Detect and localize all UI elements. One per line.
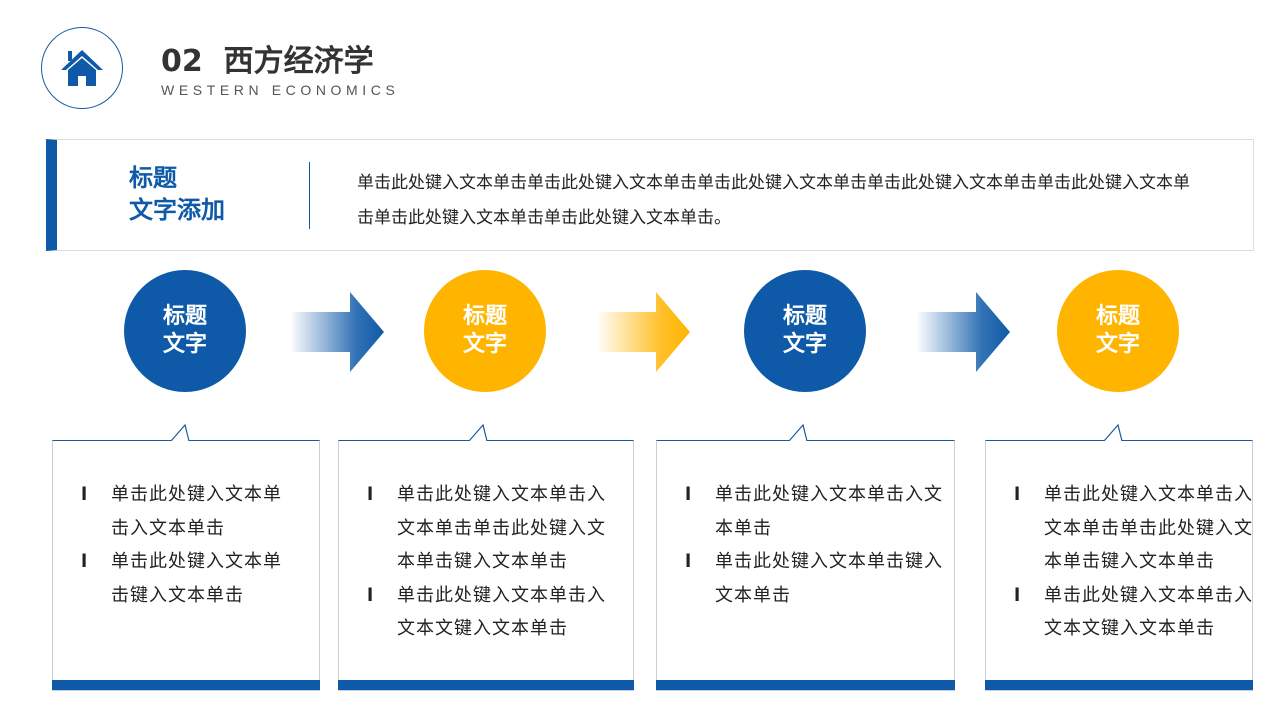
list-item-text: 单击此处键入文本单击入文本文键入文本单击 (1044, 584, 1253, 640)
bullet-marker: l (685, 484, 693, 505)
bullet-marker: l (685, 551, 693, 572)
step-title-line1: 标题 (1095, 304, 1140, 329)
arrow-right-icon (596, 292, 690, 372)
list-item: l 单击此处键入文本单击键入文本单击 (81, 545, 286, 612)
step-title-line2: 文字 (462, 332, 507, 357)
step-card: l 单击此处键入文本单击入文本单击 l 单击此处键入文本单击键入文本单击 (52, 424, 320, 691)
arrow-right-icon (916, 292, 1010, 372)
page-subtitle: WESTERN ECONOMICS (161, 82, 400, 98)
step-title-line1: 标题 (782, 304, 827, 329)
step-title-line2: 文字 (1095, 332, 1140, 357)
page-title: 02 西方经济学 (161, 44, 374, 79)
intro-text: 单击此处键入文本单击单击此处键入文本单击单击此处键入文本单击单击此处键入文本单击… (357, 173, 1190, 228)
list-item: l 单击此处键入文本单击入文本单击 (81, 478, 286, 545)
arrow-right-icon (290, 292, 384, 372)
bullet-list: l 单击此处键入文本单击入文本单击 l 单击此处键入文本单击键入文本单击 (685, 478, 950, 612)
step-card: l 单击此处键入文本单击入文本单击 l 单击此处键入文本单击键入文本单击 (656, 424, 955, 691)
step-card: l 单击此处键入文本单击入文本单击单击此处键入文本单击键入文本单击 l 单击此处键入文… (338, 424, 634, 691)
list-item-text: 单击此处键入文本单击入文本单击 (715, 484, 943, 539)
list-item: l 单击此处键入文本单击入文本文键入文本单击 (367, 579, 612, 646)
list-item-text: 单击此处键入文本单击入文本单击单击此处键入文本单击键入文本单击 (397, 484, 606, 572)
step-card: l 单击此处键入文本单击入文本单击单击此处键入文本单击键入文本单击 l 单击此处键入文… (985, 424, 1253, 691)
list-item: l 单击此处键入文本单击入文本文键入文本单击 (1014, 579, 1259, 646)
card-bottom-bar (656, 680, 955, 690)
list-item: l 单击此处键入文本单击键入文本单击 (685, 545, 950, 612)
divider (309, 162, 310, 229)
bullet-marker: l (367, 584, 375, 606)
step-circle: 标题文字 (1057, 270, 1179, 392)
intro-panel: 标题文字添加 单击此处键入文本单击单击此处键入文本单击单击此处键入文本单击单击此… (46, 139, 1254, 251)
list-item-text: 单击此处键入文本单击入文本文键入文本单击 (397, 584, 606, 640)
intro-heading-line1: 标题 (129, 164, 177, 192)
step-title-line2: 文字 (162, 332, 207, 357)
card-notch (789, 424, 808, 441)
bullet-marker: l (1014, 484, 1022, 505)
step-title-line1: 标题 (162, 304, 207, 329)
bullet-list: l 单击此处键入文本单击入文本单击 l 单击此处键入文本单击键入文本单击 (81, 478, 286, 612)
logo-badge (41, 27, 123, 109)
house-icon (61, 50, 103, 86)
card-bottom-bar (338, 680, 634, 690)
list-item: l 单击此处键入文本单击入文本单击单击此处键入文本单击键入文本单击 (367, 478, 612, 579)
bullet-list: l 单击此处键入文本单击入文本单击单击此处键入文本单击键入文本单击 l 单击此处键入文… (367, 478, 612, 646)
list-item-text: 单击此处键入文本单击入文本单击 (111, 484, 282, 539)
step-circle: 标题文字 (744, 270, 866, 392)
card-notch (1104, 424, 1123, 441)
step-title-line2: 文字 (782, 332, 827, 357)
card-bottom-bar (52, 680, 320, 690)
list-item: l 单击此处键入文本单击入文本单击 (685, 478, 950, 545)
list-item-text: 单击此处键入文本单击键入文本单击 (111, 551, 282, 606)
list-item-text: 单击此处键入文本单击入文本单击单击此处键入文本单击键入文本单击 (1044, 484, 1253, 572)
bullet-marker: l (81, 484, 89, 505)
card-bottom-bar (985, 680, 1253, 690)
intro-heading: 标题文字添加 (129, 162, 225, 226)
bullet-marker: l (367, 484, 375, 505)
bullet-marker: l (81, 551, 89, 572)
bullet-marker: l (1014, 584, 1022, 606)
card-notch (469, 424, 488, 441)
bullet-list: l 单击此处键入文本单击入文本单击单击此处键入文本单击键入文本单击 l 单击此处键入文… (1014, 478, 1259, 646)
card-notch (171, 424, 190, 441)
list-item-text: 单击此处键入文本单击键入文本单击 (715, 551, 943, 606)
intro-heading-line2: 文字添加 (129, 196, 225, 224)
step-title-line1: 标题 (462, 304, 507, 329)
step-circle: 标题文字 (124, 270, 246, 392)
step-circle: 标题文字 (424, 270, 546, 392)
list-item: l 单击此处键入文本单击入文本单击单击此处键入文本单击键入文本单击 (1014, 478, 1259, 579)
